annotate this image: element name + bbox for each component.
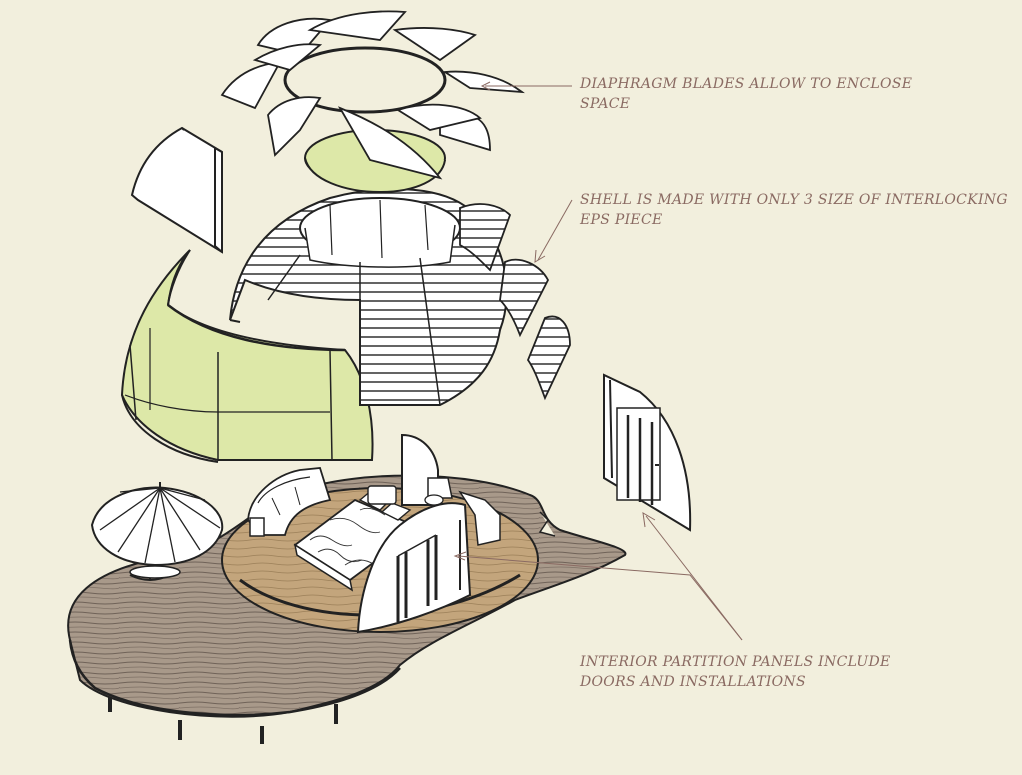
eps-shell — [229, 187, 508, 406]
sofa-icon — [247, 467, 332, 537]
white-panel-left — [130, 126, 223, 254]
shell-label-line2: EPS PIECE — [580, 212, 663, 228]
leader-lines — [453, 81, 743, 641]
shell-label: SHELL IS MADE WITH ONLY 3 SIZE OF INTERL… — [580, 190, 1008, 230]
partition-label-line2: DOORS AND INSTALLATIONS — [580, 674, 806, 690]
bathroom-wall — [401, 433, 501, 546]
partition-label: INTERIOR PARTITION PANELS INCLUDE DOORS … — [580, 652, 891, 692]
green-shell-segment — [120, 249, 374, 463]
bed-icon — [293, 485, 422, 592]
shell-label-line1: SHELL IS MADE WITH ONLY 3 SIZE OF INTERL… — [580, 192, 1008, 208]
interior-partition-panel — [356, 502, 472, 634]
partition-label-line1: INTERIOR PARTITION PANELS INCLUDE — [580, 654, 891, 670]
door-icon — [396, 520, 461, 622]
diaphragm-blades — [220, 10, 525, 180]
diaphragm-label: DIAPHRAGM BLADES ALLOW TO ENCLOSE SPACE — [580, 74, 912, 114]
diaphragm-label-line2: SPACE — [580, 96, 631, 112]
diaphragm-label-line1: DIAPHRAGM BLADES ALLOW TO ENCLOSE — [580, 76, 913, 92]
door-panel-right — [603, 373, 692, 532]
umbrella-icon — [90, 482, 224, 581]
shell-pieces — [459, 203, 571, 401]
